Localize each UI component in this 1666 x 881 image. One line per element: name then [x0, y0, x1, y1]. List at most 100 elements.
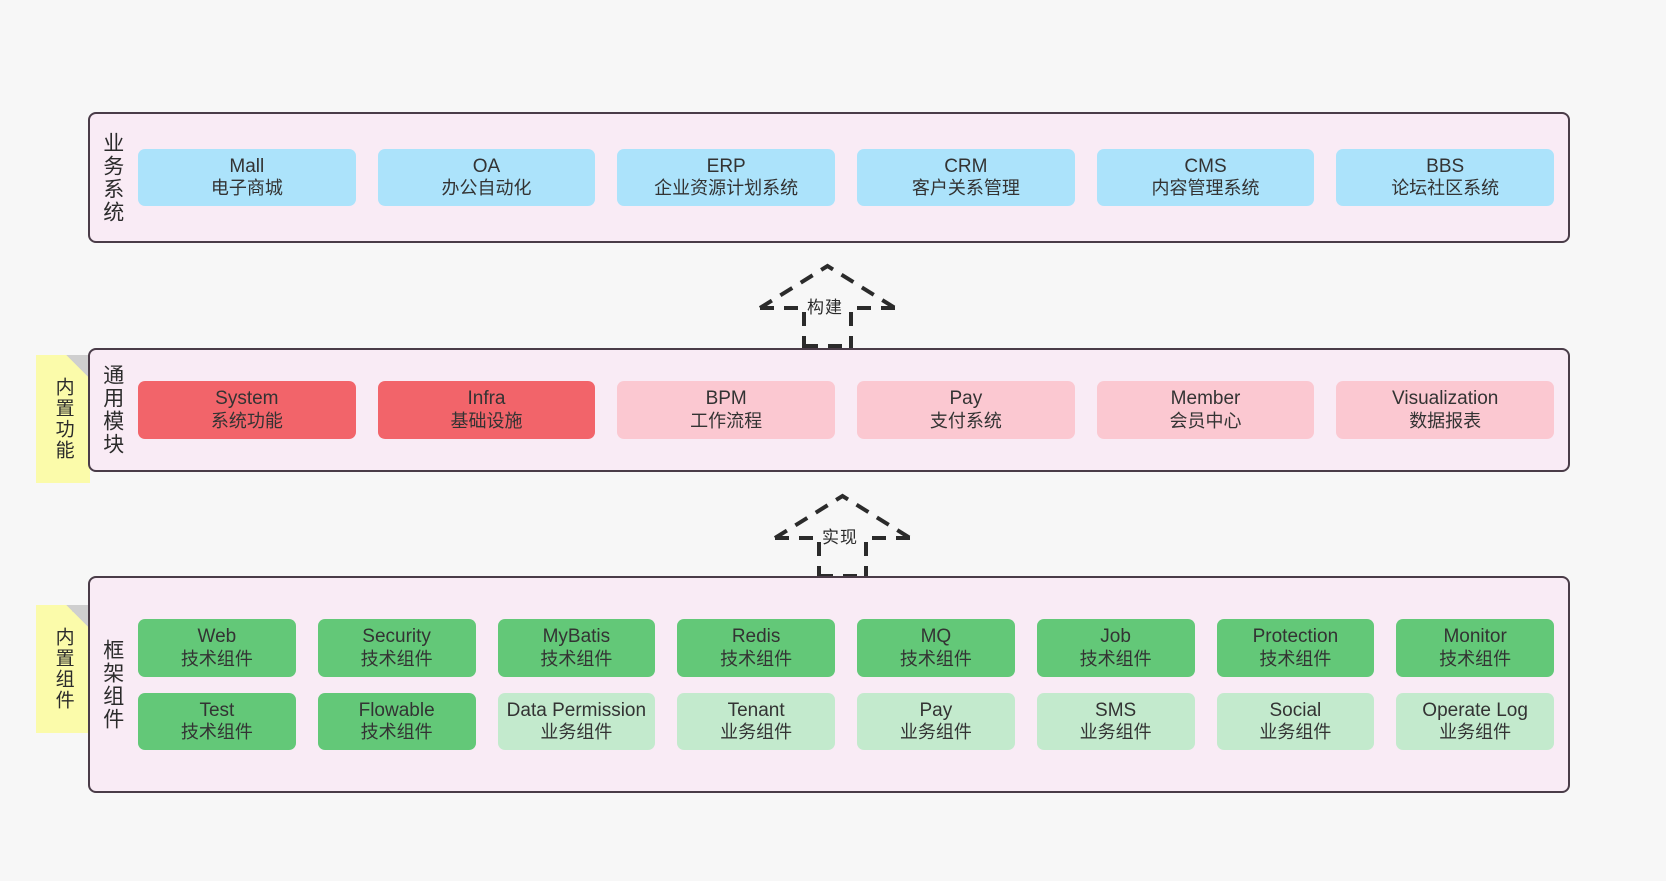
connector-build-label: 构建 — [807, 298, 843, 317]
card-subtitle: 技术组件 — [540, 648, 613, 669]
layer-body-common: System 系统功能 Infra 基础设施 BPM 工作流程 Pay 支付系统… — [134, 350, 1568, 470]
card-subtitle: 数据报表 — [1409, 410, 1482, 431]
layer-title-business: 业务系统 — [100, 131, 124, 224]
card-row: System 系统功能 Infra 基础设施 BPM 工作流程 Pay 支付系统… — [138, 381, 1555, 439]
note-label: 内置功能 — [52, 377, 74, 461]
card-title: MyBatis — [542, 626, 611, 648]
card-title: Visualization — [1392, 388, 1499, 410]
layer-body-business: Mall 电子商城 OA 办公自动化 ERP 企业资源计划系统 CRM 客户关系… — [134, 114, 1568, 241]
card-row: Web 技术组件 Security 技术组件 MyBatis 技术组件 Redi… — [138, 619, 1554, 677]
card-tenant[interactable]: Tenant 业务组件 — [677, 692, 835, 750]
note-label: 内置组件 — [52, 627, 74, 711]
card-title: CRM — [944, 155, 988, 177]
card-subtitle: 技术组件 — [360, 721, 433, 742]
card-pay-business[interactable]: Pay 业务组件 — [857, 692, 1015, 750]
card-mybatis[interactable]: MyBatis 技术组件 — [497, 619, 656, 677]
card-title: Pay — [949, 388, 983, 410]
layer-business-system: 业务系统 Mall 电子商城 OA 办公自动化 ERP 企业资源计划系统 CRM… — [88, 112, 1570, 243]
card-data-permission[interactable]: Data Permission 业务组件 — [497, 692, 656, 750]
layer-title-common: 通用模块 — [100, 364, 124, 456]
note-builtin-function: 内置功能 — [36, 355, 90, 483]
card-title: Security — [362, 626, 431, 648]
card-subtitle: 会员中心 — [1169, 410, 1242, 431]
card-title: Protection — [1252, 626, 1339, 648]
card-subtitle: 业务组件 — [540, 721, 613, 742]
card-title: System — [215, 388, 279, 410]
card-operate-log[interactable]: Operate Log 业务组件 — [1396, 692, 1554, 750]
card-title: Data Permission — [506, 699, 647, 721]
card-system[interactable]: System 系统功能 — [138, 381, 356, 439]
connector-build: 构建 — [755, 262, 900, 348]
card-subtitle: 技术组件 — [720, 648, 793, 669]
card-subtitle: 论坛社区系统 — [1391, 178, 1500, 199]
card-subtitle: 技术组件 — [180, 721, 253, 742]
card-title: Job — [1100, 626, 1131, 648]
card-subtitle: 技术组件 — [1259, 648, 1332, 669]
card-subtitle: 支付系统 — [929, 410, 1002, 431]
card-infra[interactable]: Infra 基础设施 — [377, 381, 596, 439]
card-subtitle: 基础设施 — [450, 410, 523, 431]
card-job[interactable]: Job 技术组件 — [1036, 619, 1195, 677]
note-builtin-component: 内置组件 — [36, 605, 90, 733]
card-subtitle: 企业资源计划系统 — [654, 178, 799, 199]
card-sms[interactable]: SMS 业务组件 — [1036, 692, 1195, 750]
card-subtitle: 业务组件 — [899, 721, 972, 742]
card-oa[interactable]: OA 办公自动化 — [377, 148, 596, 207]
card-subtitle: 工作流程 — [690, 410, 763, 431]
card-pay[interactable]: Pay 支付系统 — [857, 381, 1075, 439]
card-bpm[interactable]: BPM 工作流程 — [617, 381, 836, 439]
card-subtitle: 技术组件 — [899, 648, 972, 669]
card-cms[interactable]: CMS 内容管理系统 — [1096, 148, 1315, 207]
card-title: Operate Log — [1422, 699, 1528, 721]
card-security[interactable]: Security 技术组件 — [317, 619, 476, 677]
card-web[interactable]: Web 技术组件 — [138, 619, 296, 677]
card-title: CMS — [1184, 155, 1227, 177]
card-visualization[interactable]: Visualization 数据报表 — [1336, 381, 1555, 439]
card-subtitle: 技术组件 — [180, 648, 253, 669]
card-title: Flowable — [358, 699, 435, 721]
card-mq[interactable]: MQ 技术组件 — [857, 619, 1015, 677]
card-row: Test 技术组件 Flowable 技术组件 Data Permission … — [138, 692, 1554, 750]
card-title: BBS — [1426, 155, 1465, 177]
connector-implement: 实现 — [770, 492, 915, 578]
generalization-arrow-icon — [758, 263, 897, 348]
card-subtitle: 技术组件 — [1439, 648, 1512, 669]
card-title: BPM — [705, 388, 747, 410]
layer-title-framework: 框架组件 — [100, 638, 124, 731]
card-subtitle: 业务组件 — [1439, 721, 1512, 742]
card-subtitle: 技术组件 — [360, 648, 433, 669]
card-title: OA — [472, 155, 501, 177]
card-subtitle: 办公自动化 — [441, 178, 532, 199]
card-title: Infra — [467, 388, 506, 410]
card-test[interactable]: Test 技术组件 — [138, 692, 296, 750]
layer-framework-component: 框架组件 Web 技术组件 Security 技术组件 MyBatis 技术组件… — [88, 576, 1570, 793]
card-monitor[interactable]: Monitor 技术组件 — [1396, 619, 1554, 677]
card-title: Test — [199, 699, 235, 721]
card-subtitle: 技术组件 — [1079, 648, 1152, 669]
card-subtitle: 业务组件 — [720, 721, 793, 742]
card-bbs[interactable]: BBS 论坛社区系统 — [1336, 148, 1555, 207]
card-redis[interactable]: Redis 技术组件 — [677, 619, 835, 677]
layer-body-framework: Web 技术组件 Security 技术组件 MyBatis 技术组件 Redi… — [134, 578, 1568, 791]
card-subtitle: 客户关系管理 — [911, 178, 1020, 199]
card-subtitle: 内容管理系统 — [1151, 178, 1260, 199]
card-title: Web — [197, 626, 237, 648]
card-title: Mall — [229, 155, 265, 177]
card-title: Member — [1170, 388, 1241, 410]
card-crm[interactable]: CRM 客户关系管理 — [857, 148, 1075, 207]
card-mall[interactable]: Mall 电子商城 — [138, 148, 356, 207]
card-title: Redis — [731, 626, 781, 648]
card-protection[interactable]: Protection 技术组件 — [1216, 619, 1375, 677]
card-flowable[interactable]: Flowable 技术组件 — [317, 692, 476, 750]
card-erp[interactable]: ERP 企业资源计划系统 — [617, 148, 836, 207]
card-title: SMS — [1095, 699, 1137, 721]
card-subtitle: 业务组件 — [1079, 721, 1152, 742]
card-social[interactable]: Social 业务组件 — [1216, 692, 1375, 750]
card-subtitle: 电子商城 — [210, 178, 283, 199]
card-subtitle: 业务组件 — [1259, 721, 1332, 742]
card-member[interactable]: Member 会员中心 — [1096, 381, 1315, 439]
layer-common-module: 通用模块 System 系统功能 Infra 基础设施 BPM 工作流程 Pay… — [88, 348, 1570, 472]
card-row: Mall 电子商城 OA 办公自动化 ERP 企业资源计划系统 CRM 客户关系… — [138, 148, 1555, 207]
card-title: ERP — [706, 155, 746, 177]
